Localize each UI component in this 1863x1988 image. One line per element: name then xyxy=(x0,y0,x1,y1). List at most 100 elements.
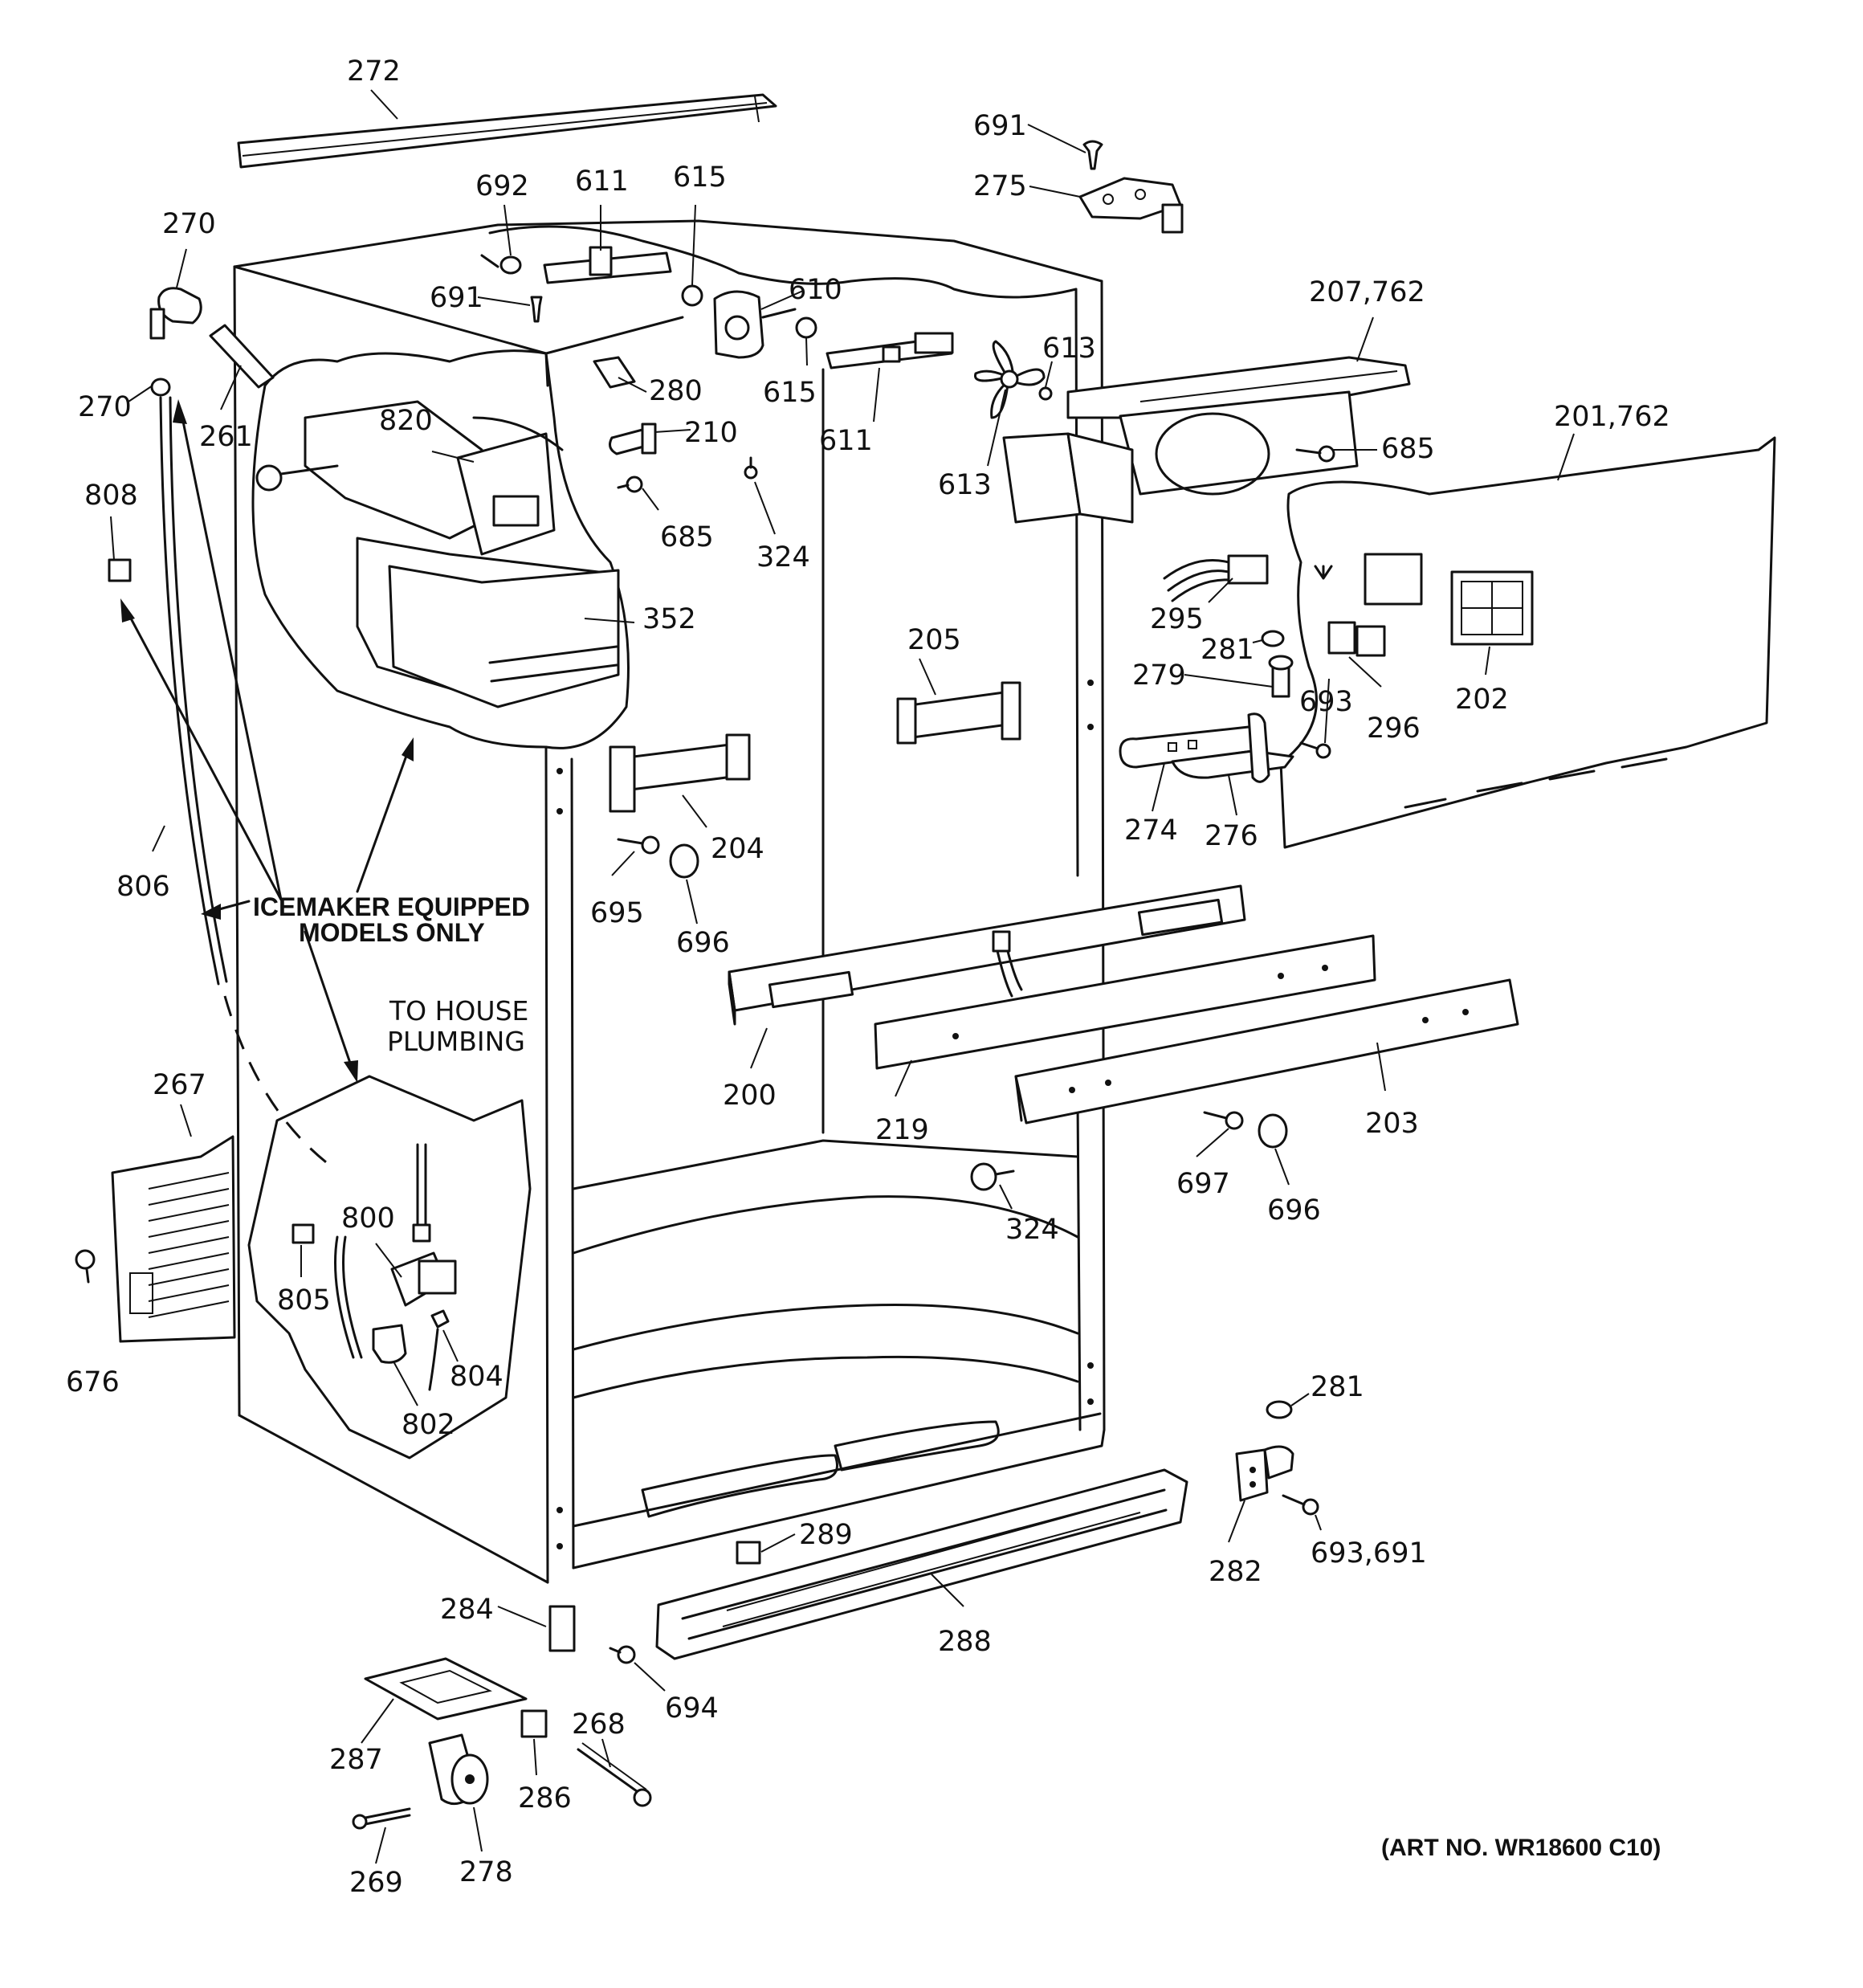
label-611-mid: 611 xyxy=(819,425,873,457)
part-685-screw-right xyxy=(1295,445,1335,463)
plumbing-note-line2: PLUMBING xyxy=(387,1026,525,1057)
part-281-washer-bot xyxy=(1266,1400,1293,1419)
part-676-screw xyxy=(75,1249,96,1284)
label-685-mid: 685 xyxy=(660,521,714,553)
label-615-top: 615 xyxy=(673,161,727,194)
plumbing-note-line1: TO HOUSE xyxy=(389,995,528,1027)
part-295-harness xyxy=(1163,554,1269,602)
part-272-top-trim xyxy=(237,93,777,169)
label-202: 202 xyxy=(1455,684,1509,716)
label-613-top: 613 xyxy=(1042,333,1096,365)
label-287: 287 xyxy=(329,1744,383,1776)
part-613-fan-blade xyxy=(974,340,1046,419)
part-615-grommet-top xyxy=(681,284,703,307)
label-696-top: 696 xyxy=(676,927,730,959)
label-210: 210 xyxy=(684,417,738,449)
label-282: 282 xyxy=(1209,1556,1262,1588)
leader-lines xyxy=(110,89,1575,1864)
label-281-bot: 281 xyxy=(1311,1371,1364,1403)
part-693-screw xyxy=(1299,741,1331,759)
part-692-screw xyxy=(480,254,522,275)
icemaker-note-line1: ICEMAKER EQUIPPED xyxy=(253,892,530,921)
label-695: 695 xyxy=(590,897,644,929)
label-270-left: 270 xyxy=(78,391,132,423)
part-268-screw xyxy=(577,1742,652,1807)
label-267: 267 xyxy=(153,1069,206,1101)
part-691-screw-top xyxy=(1082,140,1103,170)
label-613-mid: 613 xyxy=(938,469,992,501)
part-296-block xyxy=(1327,621,1356,655)
part-696-plug-top xyxy=(669,843,699,879)
plumbing-note: TO HOUSE PLUMBING xyxy=(387,995,528,1057)
label-274: 274 xyxy=(1124,814,1178,847)
label-324-top: 324 xyxy=(756,541,810,574)
label-278: 278 xyxy=(459,1856,513,1888)
part-820-icemaker xyxy=(255,400,564,556)
label-268: 268 xyxy=(572,1708,626,1741)
part-613-nut xyxy=(1038,386,1053,401)
icemaker-note-arrows xyxy=(120,399,414,1083)
art-number: (ART NO. WR18600 C10) xyxy=(1381,1835,1661,1861)
label-806: 806 xyxy=(116,871,170,903)
label-676: 676 xyxy=(66,1366,120,1398)
part-284-block xyxy=(548,1605,576,1652)
part-286-clip xyxy=(520,1709,548,1738)
part-207-762-duct xyxy=(1002,356,1411,524)
part-694-screw xyxy=(609,1645,636,1664)
label-611-top: 611 xyxy=(575,165,629,198)
part-276-hinge xyxy=(1171,712,1294,783)
label-207-762: 207,762 xyxy=(1309,276,1425,308)
part-288-grille xyxy=(655,1468,1188,1660)
label-272: 272 xyxy=(347,55,401,88)
label-269: 269 xyxy=(349,1867,403,1899)
label-324-bot: 324 xyxy=(1005,1214,1059,1246)
label-203: 203 xyxy=(1365,1108,1419,1140)
part-287-leveler-plate xyxy=(364,1657,528,1721)
label-276: 276 xyxy=(1205,820,1258,852)
label-800: 800 xyxy=(341,1202,395,1235)
label-615-mid: 615 xyxy=(763,377,817,409)
part-691-screw-mid xyxy=(530,296,543,323)
icemaker-note-line2: MODELS ONLY xyxy=(299,918,485,947)
part-324-screw-top xyxy=(744,456,758,480)
part-696-plug-bot xyxy=(1258,1113,1288,1149)
label-200: 200 xyxy=(723,1080,777,1112)
part-219-rail xyxy=(874,934,1376,1070)
label-692: 692 xyxy=(475,170,529,202)
part-201-762-panel xyxy=(1279,436,1776,849)
part-275-hinge xyxy=(1078,177,1184,234)
part-697-screw xyxy=(1203,1111,1244,1130)
part-210-bulb xyxy=(609,423,657,455)
part-204-bracket xyxy=(609,733,751,813)
label-289: 289 xyxy=(799,1519,853,1551)
part-278-roller xyxy=(428,1733,489,1806)
part-611-top-bracket xyxy=(543,246,672,284)
icemaker-note: ICEMAKER EQUIPPED MODELS ONLY xyxy=(253,892,530,947)
label-691-top: 691 xyxy=(973,110,1027,142)
label-694: 694 xyxy=(665,1692,719,1725)
part-205-bracket xyxy=(896,681,1021,745)
label-693: 693 xyxy=(1299,686,1353,718)
label-284: 284 xyxy=(440,1594,494,1626)
label-691-mid: 691 xyxy=(430,282,483,314)
part-labels: 272 691 275 692 611 615 270 610 691 207,… xyxy=(66,55,1670,1899)
part-806-fill-tube xyxy=(159,396,330,1166)
part-203-rail xyxy=(1014,978,1519,1125)
label-261: 261 xyxy=(199,421,253,453)
label-820: 820 xyxy=(379,405,433,437)
label-296: 296 xyxy=(1367,712,1421,745)
label-270-top: 270 xyxy=(162,208,216,240)
label-295: 295 xyxy=(1150,603,1204,635)
label-286: 286 xyxy=(518,1782,572,1815)
part-610-fan-motor xyxy=(713,290,797,359)
plumbing-detail xyxy=(247,1075,532,1459)
part-282-hinge-bracket xyxy=(1235,1445,1294,1502)
label-219: 219 xyxy=(875,1114,929,1146)
part-200-mullion xyxy=(728,884,1246,1026)
label-693-691: 693,691 xyxy=(1311,1537,1427,1570)
part-611-mid-bracket xyxy=(826,332,954,369)
label-610: 610 xyxy=(789,274,842,306)
part-352-ice-bucket xyxy=(356,537,620,708)
part-615-grommet-mid xyxy=(795,316,817,339)
